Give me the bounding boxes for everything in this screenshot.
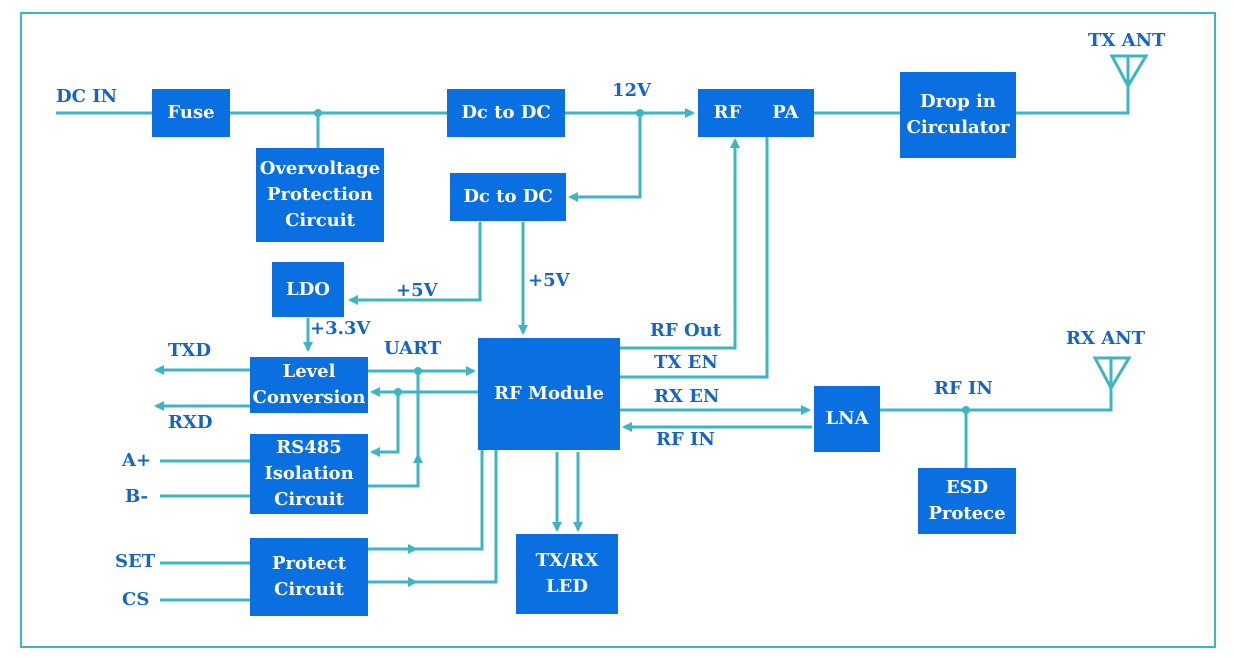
label-rx-ant: RX ANT [1066, 328, 1146, 349]
rx-antenna-icon [1092, 356, 1132, 392]
esd-block: ESD Protece [918, 468, 1016, 534]
dc-dc-top-block: Dc to DC [447, 89, 565, 137]
tx-antenna-icon [1109, 54, 1149, 90]
label-rf-in-module: RF IN [656, 429, 715, 450]
junction-uart-b [394, 388, 402, 396]
label-dc-in: DC IN [56, 86, 118, 107]
label-12v: 12V [612, 80, 652, 101]
level-conversion-block: Level Conversion [250, 357, 368, 413]
rf-module-block: RF Module [478, 338, 620, 450]
label-uart: UART [384, 338, 442, 359]
label-b-minus: B- [125, 486, 149, 507]
label-plus5v-ldo: +5V [396, 280, 438, 301]
junction-12v [636, 109, 644, 117]
protect-circuit-block: Protect Circuit [250, 538, 368, 616]
wire-dcdc-ldo [348, 222, 482, 305]
diagram-frame [20, 12, 1216, 648]
junction-esd [962, 406, 970, 414]
wire-circulator-txant [1016, 80, 1130, 115]
wire-rs485-uart-b [368, 453, 423, 488]
overvoltage-block: Overvoltage Protection Circuit [256, 148, 384, 242]
txrx-led-block: TX/RX LED [516, 534, 618, 614]
label-tx-en: TX EN [654, 352, 718, 373]
label-a-plus: A+ [122, 450, 152, 471]
ldo-block: LDO [272, 262, 344, 317]
label-cs: CS [122, 589, 150, 610]
junction-uart-a [414, 367, 422, 375]
lna-block: LNA [814, 386, 880, 452]
label-txd: TXD [168, 340, 211, 361]
fuse-block: Fuse [152, 89, 230, 137]
wire-rfout-pa [620, 138, 740, 350]
label-plus3v3: +3.3V [310, 318, 371, 339]
label-rf-in-antenna: RF IN [934, 378, 993, 399]
wire-protect-module-a [368, 450, 484, 551]
label-tx-ant: TX ANT [1088, 30, 1166, 51]
label-rf-out: RF Out [650, 320, 722, 341]
wire-txen [620, 134, 769, 379]
wire-lna-rxant [880, 385, 1113, 412]
wire-protect-module-b [368, 450, 498, 584]
circulator-block: Drop in Circulator [900, 72, 1016, 158]
label-rxd: RXD [168, 412, 213, 433]
label-rx-en: RX EN [654, 386, 720, 407]
wire-uart-rs485-a [370, 392, 400, 457]
junction-overvoltage [314, 109, 322, 117]
wire-12v-dcdc-mid [568, 113, 642, 202]
rs485-block: RS485 Isolation Circuit [250, 434, 368, 514]
label-plus5v-module: +5V [528, 270, 570, 291]
label-set: SET [115, 551, 156, 572]
dc-dc-mid-block: Dc to DC [450, 173, 566, 221]
